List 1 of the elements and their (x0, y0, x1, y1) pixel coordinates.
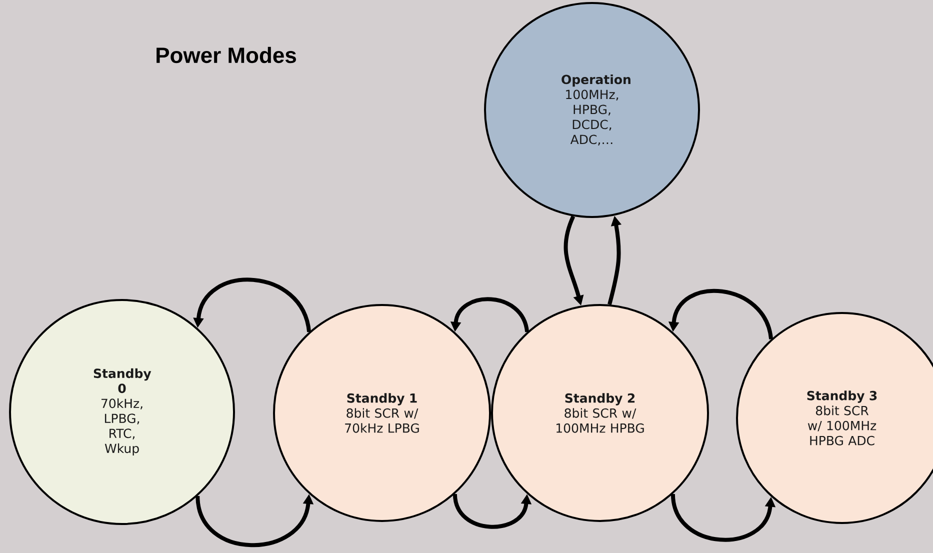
diagram-title: Power Modes (156, 46, 296, 64)
